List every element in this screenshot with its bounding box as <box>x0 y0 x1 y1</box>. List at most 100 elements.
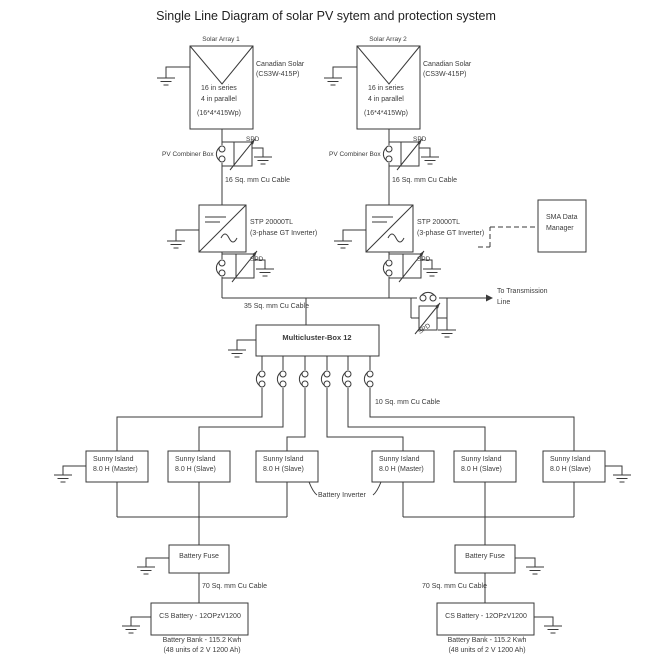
ground-icon <box>525 565 545 575</box>
battery-inverter-row-wiring <box>53 450 632 545</box>
ground-icon <box>166 239 186 249</box>
multicluster-wiring <box>116 324 575 451</box>
dc-cable-label: 16 Sq. mm Cu Cable <box>225 177 290 184</box>
cluster-breaker-icon <box>363 370 374 388</box>
inverter-1-dc-symbol <box>198 204 247 253</box>
ground-icon <box>422 267 442 277</box>
dc-breaker-icon <box>382 145 393 163</box>
ac-bus-wiring <box>222 291 493 338</box>
comms-dashed-line <box>478 226 538 248</box>
ground-icon <box>612 473 632 483</box>
battery-cable-label: 70 Sq. mm Cu Cable <box>422 583 487 590</box>
spd-icon <box>229 138 256 171</box>
sunny-island-6-role: 8.0 H (Slave) <box>550 466 591 473</box>
multicluster-box <box>255 324 380 357</box>
array-config-power: (16*4*415Wp) <box>364 110 408 117</box>
ground-icon <box>156 76 176 86</box>
solar-array-2-label: Solar Array 2 <box>369 36 407 43</box>
ac-breaker-icon <box>215 259 226 277</box>
cluster-cable-label: 10 Sq. mm Cu Cable <box>375 399 440 406</box>
sma-data-manager-wiring <box>478 199 587 253</box>
cluster-breaker-icon <box>255 370 266 388</box>
spd-icon <box>396 138 423 171</box>
sunny-island-3-name: Sunny Island <box>263 456 304 463</box>
battery-inverter-pointer-label: Battery Inverter <box>318 492 366 499</box>
solar-array-2-symbol <box>356 45 421 85</box>
ground-icon <box>255 267 275 277</box>
spd-label: SPD <box>246 136 260 143</box>
sunny-island-4-role: 8.0 H (Master) <box>379 466 424 473</box>
ground-icon <box>53 473 73 483</box>
cluster-breaker-icon <box>298 370 309 388</box>
battery-1-box <box>150 602 249 636</box>
sunny-island-1-name: Sunny Island <box>93 456 134 463</box>
solar-array-1-box <box>189 45 254 130</box>
ground-icon <box>420 155 440 165</box>
ground-icon <box>227 348 247 358</box>
spd-label: SPD <box>413 136 427 143</box>
sma-data-manager-label: SMA Data <box>546 214 578 221</box>
battery-fuse-2-box <box>454 544 516 574</box>
battery-2-label: CS Battery - 12OPzV1200 <box>445 613 527 620</box>
spd-label: SPD <box>250 256 264 263</box>
sma-data-manager-label: Manager <box>546 225 574 232</box>
multicluster-box-label: Multicluster-Box 12 <box>282 333 352 342</box>
ground-icon <box>253 155 273 165</box>
solar-array-1-label: Solar Array 1 <box>202 36 240 43</box>
ground-icon <box>543 624 563 634</box>
array-config-series: 16 in series <box>201 85 237 92</box>
pointer-line <box>372 481 382 496</box>
spd-label: SPD <box>417 256 431 263</box>
inverter-2-model-label: STP 20000TL <box>417 219 461 226</box>
pv-string-2-wiring <box>323 45 442 298</box>
battery-2-box <box>436 602 535 636</box>
array-config-power: (16*4*415Wp) <box>197 110 241 117</box>
battery-fuse-1-label: Battery Fuse <box>179 553 219 560</box>
arrow-right-icon <box>486 294 493 302</box>
pv-string-1-wiring <box>156 45 275 298</box>
sunny-island-1-role: 8.0 H (Master) <box>93 466 138 473</box>
array-config-parallel: 4 in parallel <box>201 96 237 103</box>
module-name-label: Canadian Solar <box>256 61 305 68</box>
sunny-island-4-name: Sunny Island <box>379 456 420 463</box>
sma-data-manager-box <box>537 199 587 253</box>
transmission-label: To Transmission <box>497 288 548 295</box>
inverter-2-dc-symbol <box>365 204 414 253</box>
sunny-island-2-box <box>167 450 231 483</box>
battery-fuse-2-label: Battery Fuse <box>465 553 505 560</box>
cluster-breaker-icon <box>276 370 287 388</box>
inverter-1-model-label: STP 20000TL <box>250 219 294 226</box>
battery-bank-2-capacity: Battery Bank - 115.2 Kwh <box>447 637 527 644</box>
sunny-island-5-box <box>453 450 517 483</box>
sunny-island-5-role: 8.0 H (Slave) <box>461 466 502 473</box>
sunny-island-6-name: Sunny Island <box>550 456 591 463</box>
ac-breaker-icon <box>382 259 393 277</box>
inverter-2-type-label: (3-phase GT Inverter) <box>417 230 485 237</box>
ground-icon <box>121 624 141 634</box>
ground-icon <box>136 565 156 575</box>
dc-breaker-icon <box>215 145 226 163</box>
ground-icon <box>333 239 353 249</box>
battery-1-label: CS Battery - 12OPzV1200 <box>159 613 241 620</box>
pv-combiner-box-label: PV Combiner Box <box>162 151 214 158</box>
battery-fuse-1-box <box>168 544 230 574</box>
battery-bank-1-wiring <box>121 544 249 636</box>
sunny-island-1-box <box>85 450 149 483</box>
inverter-1-type-label: (3-phase GT Inverter) <box>250 230 318 237</box>
module-name-label: Canadian Solar <box>423 61 472 68</box>
sunny-island-3-role: 8.0 H (Slave) <box>263 466 304 473</box>
module-model-label: (CS3W-415P) <box>256 71 300 78</box>
module-model-label: (CS3W-415P) <box>423 71 467 78</box>
pointer-line <box>308 481 318 496</box>
inverter-2-ac-symbol <box>387 233 405 243</box>
battery-bank-2-wiring <box>436 544 563 636</box>
sunny-island-5-name: Sunny Island <box>461 456 502 463</box>
solar-array-2-box <box>356 45 421 130</box>
pv-combiner-box-label: PV Combiner Box <box>329 151 381 158</box>
ac-cable-label: 35 Sq. mm Cu Cable <box>244 303 309 310</box>
battery-bank-1-units: (48 units of 2 V 1200 Ah) <box>163 647 241 654</box>
ground-icon <box>323 76 343 86</box>
battery-cable-label: 70 Sq. mm Cu Cable <box>202 583 267 590</box>
